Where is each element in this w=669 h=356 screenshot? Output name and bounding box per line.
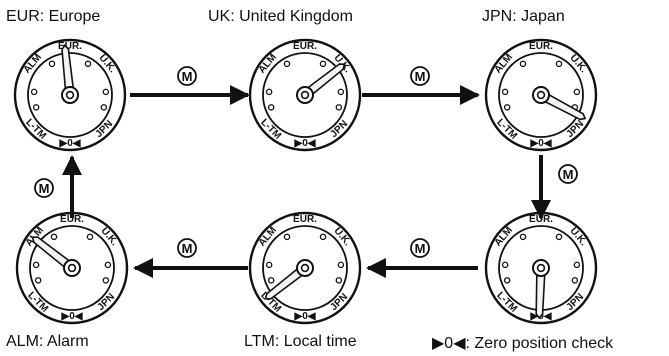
mode-button-label: M xyxy=(415,241,426,256)
mode-button-label: M xyxy=(39,181,50,196)
dial-marker-dot xyxy=(555,60,563,68)
dial-marker-dot xyxy=(84,60,92,68)
dial-marker-dot xyxy=(283,60,291,68)
dial-hub-center xyxy=(67,263,77,273)
dial-marker-dot xyxy=(32,104,40,111)
dial-marker-dot xyxy=(48,60,56,68)
dial-marker-dot xyxy=(335,104,343,111)
dial-marker-dot xyxy=(283,233,291,241)
mode-button-label: M xyxy=(182,69,193,84)
mode-button-label: M xyxy=(563,167,574,182)
dial-marker-dot xyxy=(555,233,563,241)
caption-local-time: LTM: Local time xyxy=(244,333,357,350)
dial-label-eur: EUR. xyxy=(293,41,317,52)
dial-marker-dot xyxy=(100,104,108,111)
dial-marker-dot xyxy=(267,277,275,284)
dial-marker-dot xyxy=(319,233,327,241)
dial-marker-dot xyxy=(102,88,110,96)
dial-hand xyxy=(535,271,546,320)
dial-marker-dot xyxy=(34,277,42,284)
dial-label-eur: EUR. xyxy=(58,41,82,52)
dial-label-zero: ▶0◀ xyxy=(59,138,81,149)
dial-marker-dot xyxy=(265,88,273,96)
dial-marker-dot xyxy=(267,104,275,111)
dial-marker-dot xyxy=(573,261,581,269)
dial-marker-dot xyxy=(50,233,58,241)
mode-button-icon: M xyxy=(558,164,578,184)
caption-zero-position: ▶0◀: Zero position check xyxy=(432,335,614,352)
dial-hub-center xyxy=(536,263,546,273)
mode-button-icon: M xyxy=(177,238,197,258)
dial-marker-dot xyxy=(337,88,345,96)
dial-label-zero: ▶0◀ xyxy=(530,138,552,149)
dial-marker-dot xyxy=(501,88,509,96)
dial-marker-dot xyxy=(32,261,40,269)
dial-marker-dot xyxy=(30,88,38,96)
dial-hub-center xyxy=(65,90,75,100)
dial-marker-dot xyxy=(86,233,94,241)
mode-button-label: M xyxy=(415,69,426,84)
mode-button-icon: M xyxy=(34,178,54,198)
dial-marker-dot xyxy=(501,261,509,269)
mode-button-icon: M xyxy=(410,66,430,86)
dial-label-zero: ▶0◀ xyxy=(294,311,316,322)
caption-japan: JPN: Japan xyxy=(482,8,565,25)
caption-united-kingdom: UK: United Kingdom xyxy=(208,8,353,25)
dial-label-zero: ▶0◀ xyxy=(294,138,316,149)
dial-marker-dot xyxy=(519,233,527,241)
dial-marker-dot xyxy=(104,261,112,269)
dial-marker-dot xyxy=(503,277,511,284)
dial-marker-dot xyxy=(573,88,581,96)
caption-alarm: ALM: Alarm xyxy=(6,333,89,350)
mode-button-label: M xyxy=(182,241,193,256)
dial-marker-dot xyxy=(571,277,579,284)
dial-marker-dot xyxy=(102,277,110,284)
caption-europe: EUR: Europe xyxy=(6,8,101,25)
dial-hub-center xyxy=(300,263,310,273)
dial-hub-center xyxy=(300,90,310,100)
dial-label-eur: EUR. xyxy=(529,41,553,52)
dial-marker-dot xyxy=(337,261,345,269)
dial-label-eur: EUR. xyxy=(293,214,317,225)
dial-marker-dot xyxy=(319,60,327,68)
mode-button-icon: M xyxy=(410,238,430,258)
dial-marker-dot xyxy=(265,261,273,269)
dial-marker-dot xyxy=(335,277,343,284)
mode-button-icon: M xyxy=(177,66,197,86)
dial-hub-center xyxy=(536,90,546,100)
dial-label-eur: EUR. xyxy=(60,214,84,225)
dial-marker-dot xyxy=(519,60,527,68)
dial-label-zero: ▶0◀ xyxy=(61,311,83,322)
dial-marker-dot xyxy=(503,104,511,111)
